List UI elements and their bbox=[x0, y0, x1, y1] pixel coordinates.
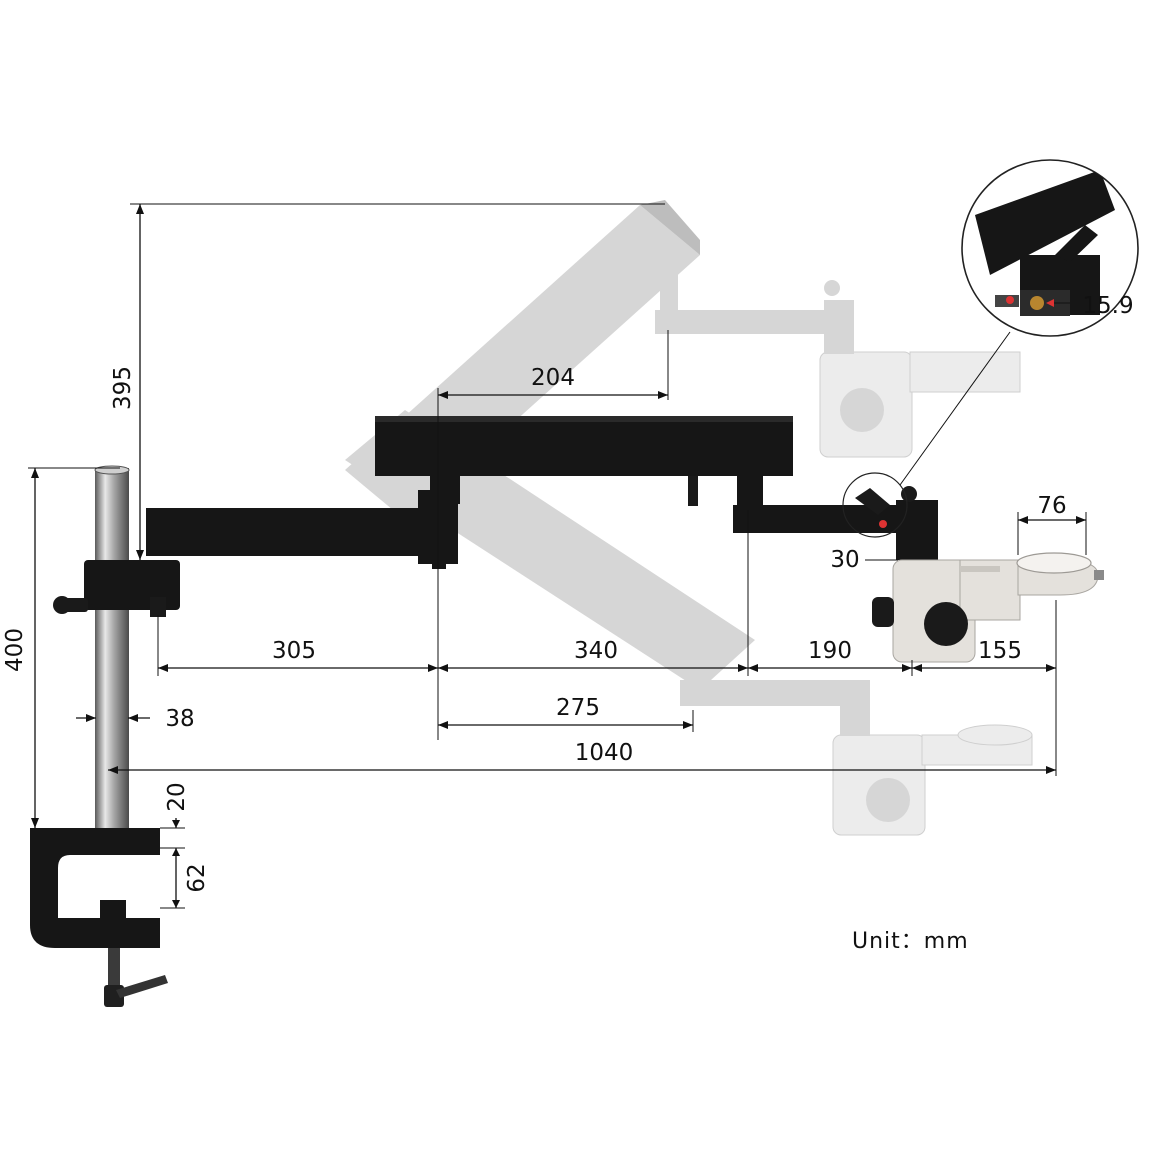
dim-1040-label: 1040 bbox=[575, 740, 634, 766]
dim-155-label: 155 bbox=[978, 638, 1022, 664]
unit-label: Unit：mm bbox=[852, 929, 969, 954]
dim-20-label: 20 bbox=[164, 782, 190, 811]
dim-275-label: 275 bbox=[556, 695, 600, 721]
pole-column bbox=[94, 465, 130, 828]
dim-395-label: 395 bbox=[110, 366, 136, 410]
focus-holder bbox=[872, 552, 1104, 663]
front-arm bbox=[733, 486, 938, 560]
c-clamp bbox=[30, 828, 168, 1007]
dim-38-label: 38 bbox=[165, 706, 194, 732]
inset-detail bbox=[842, 159, 1139, 538]
dim-62-label: 62 bbox=[184, 863, 210, 892]
pole-collar bbox=[53, 560, 180, 617]
dim-190-label: 190 bbox=[808, 638, 852, 664]
dim-305-label: 305 bbox=[272, 638, 316, 664]
dim-340-label: 340 bbox=[574, 638, 618, 664]
dim-30-label: 30 bbox=[830, 547, 859, 573]
dim-76-label: 76 bbox=[1037, 493, 1066, 519]
dim-204-label: 204 bbox=[531, 365, 575, 391]
upper-arm-beam bbox=[375, 416, 793, 510]
dim-400-label: 400 bbox=[2, 628, 28, 672]
dim-15-9-label: 15.9 bbox=[1082, 293, 1133, 319]
dimension-lines bbox=[28, 203, 1087, 909]
